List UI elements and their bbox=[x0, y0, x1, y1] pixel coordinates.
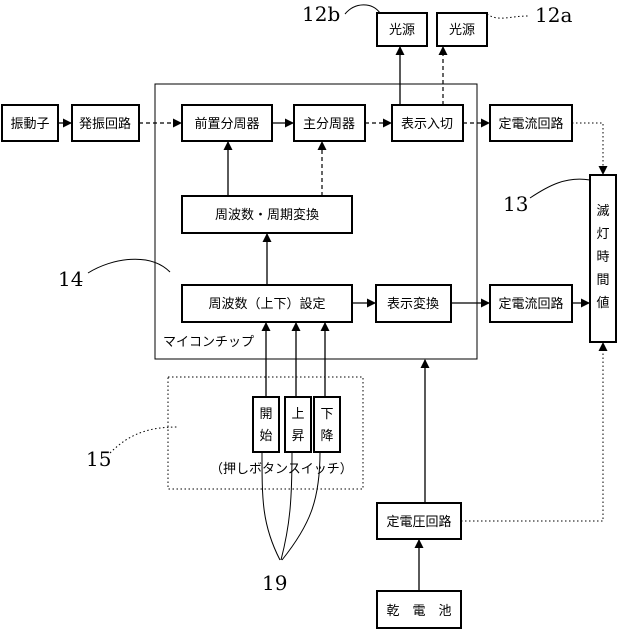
start-button: 開 始 bbox=[252, 396, 280, 453]
svg-text:周波数・周期変換: 周波数・周期変換 bbox=[215, 207, 319, 223]
svg-text:周波数（上下）設定: 周波数（上下）設定 bbox=[208, 296, 325, 312]
svg-text:乾 電 池: 乾 電 池 bbox=[386, 604, 451, 619]
microchip-boundary bbox=[154, 83, 478, 360]
svg-text:光源: 光源 bbox=[449, 23, 475, 38]
ref-13: 13 bbox=[503, 192, 528, 216]
constant-voltage-block: 定電圧回路 bbox=[376, 502, 462, 540]
leader-12b bbox=[344, 4, 381, 15]
svg-text:開: 開 bbox=[259, 407, 272, 422]
svg-text:降: 降 bbox=[320, 429, 333, 444]
light-source-b-block: 光源 bbox=[376, 12, 428, 47]
svg-text:主分周器: 主分周器 bbox=[303, 117, 355, 132]
push-switch-label: （押しボタンスイッチ） bbox=[210, 462, 353, 477]
blink-interval-block: 滅 灯 時 間 値 bbox=[589, 174, 617, 343]
lead-19-down bbox=[281, 451, 321, 561]
svg-text:値: 値 bbox=[596, 295, 609, 311]
ref-12a: 12a bbox=[535, 3, 572, 27]
svg-text:下: 下 bbox=[320, 407, 333, 422]
svg-text:灯: 灯 bbox=[596, 227, 609, 242]
lead-19-up bbox=[280, 451, 293, 561]
constant-current-bottom-block: 定電流回路 bbox=[489, 284, 573, 323]
ref-15: 15 bbox=[86, 447, 111, 471]
battery-block: 乾 電 池 bbox=[376, 590, 462, 629]
wire-cv-to-blink bbox=[461, 342, 608, 522]
svg-text:始: 始 bbox=[259, 429, 272, 444]
svg-text:定電圧回路: 定電圧回路 bbox=[386, 514, 451, 530]
svg-text:滅: 滅 bbox=[596, 204, 609, 219]
freq-setting-block: 周波数（上下）設定 bbox=[181, 284, 353, 323]
ref-12b: 12b bbox=[302, 2, 340, 26]
leader-14 bbox=[87, 258, 171, 274]
svg-text:定電流回路: 定電流回路 bbox=[498, 116, 563, 132]
prescaler-block: 前置分周器 bbox=[181, 104, 273, 142]
leader-12a bbox=[486, 13, 529, 19]
down-button: 下 降 bbox=[313, 396, 341, 453]
svg-text:光源: 光源 bbox=[389, 23, 415, 38]
display-conversion-block: 表示変換 bbox=[375, 284, 452, 323]
light-source-a-block: 光源 bbox=[436, 12, 488, 47]
svg-text:振動子: 振動子 bbox=[10, 117, 49, 132]
leader-15 bbox=[109, 426, 179, 454]
wire-cc-to-blink bbox=[572, 122, 608, 175]
oscillation-circuit-block: 発振回路 bbox=[71, 104, 140, 142]
svg-text:間: 間 bbox=[596, 273, 609, 288]
ref-19: 19 bbox=[262, 571, 287, 595]
oscillator-block: 振動子 bbox=[1, 104, 59, 142]
svg-text:発振回路: 発振回路 bbox=[79, 116, 131, 132]
lead-19-start bbox=[261, 451, 281, 561]
constant-current-top-block: 定電流回路 bbox=[489, 104, 573, 142]
svg-text:時: 時 bbox=[596, 250, 609, 265]
leader-13 bbox=[529, 178, 591, 199]
svg-text:上: 上 bbox=[291, 407, 304, 422]
freq-period-conversion-block: 周波数・周期変換 bbox=[181, 195, 353, 234]
svg-text:前置分周器: 前置分周器 bbox=[194, 116, 259, 132]
svg-text:定電流回路: 定電流回路 bbox=[498, 296, 563, 312]
svg-text:表示入切: 表示入切 bbox=[401, 117, 453, 132]
svg-text:表示変換: 表示変換 bbox=[387, 296, 439, 312]
up-button: 上 昇 bbox=[284, 396, 312, 453]
ref-14: 14 bbox=[58, 267, 83, 291]
microchip-label: マイコンチップ bbox=[163, 335, 254, 350]
svg-text:昇: 昇 bbox=[291, 429, 304, 444]
main-divider-block: 主分周器 bbox=[293, 104, 366, 142]
display-onoff-block: 表示入切 bbox=[391, 104, 464, 142]
